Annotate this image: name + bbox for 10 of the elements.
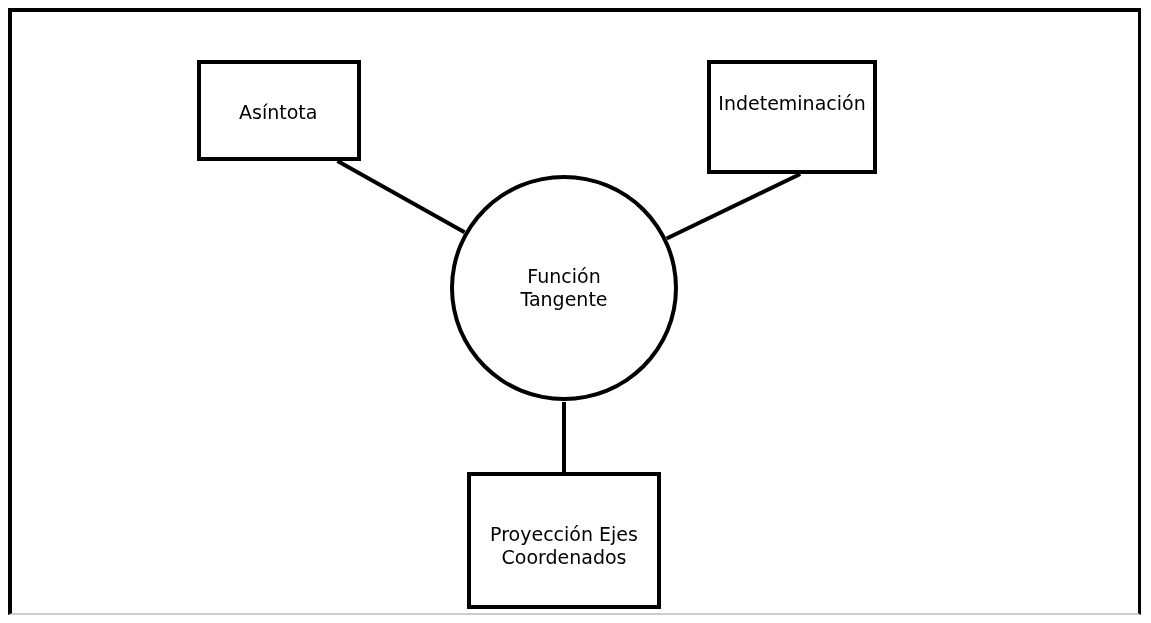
concept-box bbox=[467, 472, 661, 609]
connector-line bbox=[336, 159, 466, 234]
node-label: Función Tangente bbox=[519, 265, 609, 311]
connector-line bbox=[665, 172, 802, 241]
node-label: Indeteminación bbox=[718, 92, 866, 115]
node-label: Asíntota bbox=[239, 101, 318, 124]
node-label: Proyección Ejes Coordenados bbox=[489, 522, 639, 569]
concept-box bbox=[197, 60, 361, 161]
connector-line bbox=[562, 402, 566, 472]
concept-box bbox=[707, 60, 877, 174]
